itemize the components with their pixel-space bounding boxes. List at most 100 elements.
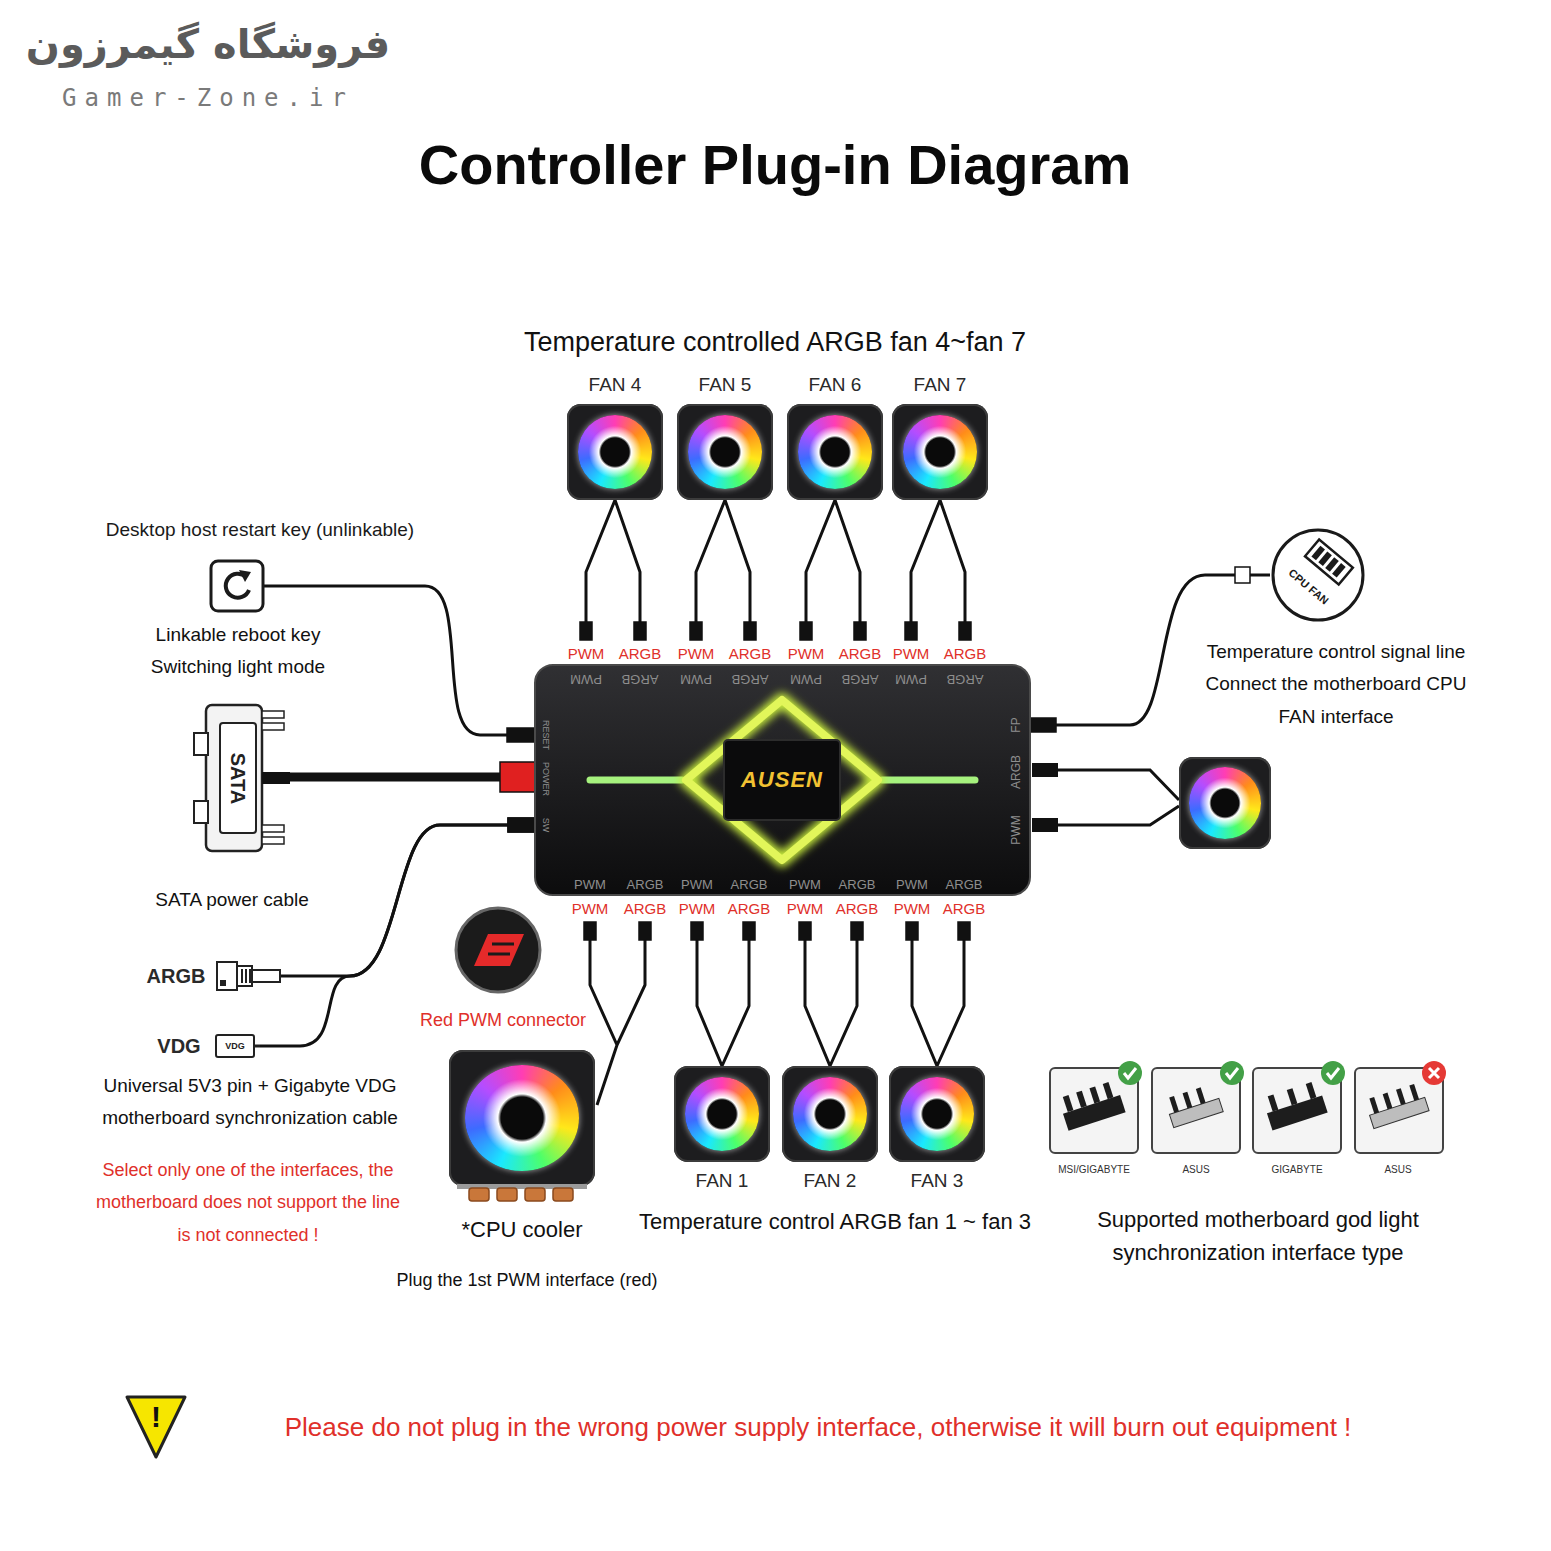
group-heading: Temperature controlled ARGB fan 4~fan 7 — [524, 326, 1026, 358]
cable-path — [280, 825, 535, 976]
note-text: Linkable reboot key Switching light mode — [133, 619, 343, 684]
board-print: PWM — [790, 671, 822, 687]
cable — [425, 586, 535, 742]
cable — [800, 500, 866, 640]
cable-path — [806, 500, 860, 622]
brand-logo: AUSEN — [741, 767, 823, 792]
text-box: CPU FAN — [1270, 527, 1366, 623]
ok-badge — [1321, 1061, 1345, 1085]
restart-arrow-head — [239, 570, 251, 582]
diagram-title: Controller Plug-in Diagram — [419, 131, 1132, 198]
cable-path — [425, 586, 507, 735]
fan-label: FAN 5 — [699, 374, 752, 396]
fan-ring — [793, 1077, 868, 1152]
plug — [500, 762, 535, 792]
port-label: ARGB — [943, 900, 986, 918]
fan-graphic — [892, 404, 988, 500]
fan-node: FAN 5 — [677, 372, 773, 500]
cable — [290, 762, 535, 792]
port-label: PWM — [568, 645, 605, 663]
text-box: FAN 6 — [787, 372, 883, 398]
pin — [1076, 1091, 1087, 1108]
plug — [743, 922, 755, 940]
plug — [744, 622, 756, 640]
plug-tab — [194, 733, 208, 755]
board-print: PWM — [1009, 815, 1023, 844]
check-mark — [1327, 1068, 1339, 1078]
header-body — [1305, 539, 1353, 584]
plug-neck — [237, 966, 252, 986]
fan-graphic — [889, 1066, 985, 1162]
board-print: PWM — [681, 877, 713, 893]
cable-path — [912, 940, 964, 1066]
plug — [906, 922, 918, 940]
cable-path — [696, 500, 750, 622]
cable-path — [697, 940, 749, 1066]
fan-ring — [578, 415, 653, 490]
text-box: *CPU cooler — [447, 1214, 597, 1246]
board-print: PWM — [895, 671, 927, 687]
pin-header — [1058, 1080, 1126, 1131]
warning-note: Select only one of the interfaces, the m… — [88, 1154, 408, 1251]
cpu-cooler: *CPU cooler — [447, 1050, 597, 1250]
pin — [1183, 1092, 1193, 1109]
heat-pipe — [525, 1188, 545, 1201]
text-box: VDG — [216, 1035, 254, 1057]
plug-slot — [220, 723, 256, 833]
header-body — [1267, 1095, 1328, 1130]
board-print: SW — [541, 818, 552, 833]
header-icon — [1050, 1061, 1142, 1153]
pin — [1409, 1084, 1419, 1101]
header-icon — [1152, 1061, 1244, 1153]
fan-graphic — [674, 1066, 770, 1162]
connector-label: VDG — [157, 1035, 200, 1058]
plug — [905, 622, 917, 640]
board-print: POWER — [541, 762, 552, 796]
board-print: PWM — [896, 877, 928, 893]
plug — [580, 622, 592, 640]
logo-plate — [724, 740, 840, 820]
fan-node: FAN 1 — [674, 1066, 770, 1194]
plug-ridge — [262, 837, 284, 844]
text-box: FAN 4 — [567, 372, 663, 398]
board-print: ARGB — [946, 877, 983, 893]
warning-symbol: ! — [151, 1399, 161, 1435]
heat-pipe — [469, 1188, 489, 1201]
cable — [690, 500, 756, 640]
argb-plug — [216, 958, 280, 994]
light-diamond — [686, 700, 878, 860]
warning-triangle — [127, 1397, 185, 1457]
ok-badge — [1118, 1061, 1142, 1085]
header-label: CPU FAN — [1286, 566, 1331, 607]
plug — [508, 818, 535, 832]
port-label: ARGB — [729, 645, 772, 663]
board-print: FP — [1009, 717, 1023, 732]
text-box: FAN 3 — [889, 1168, 985, 1194]
text-box: FAN 7 — [892, 372, 988, 398]
port-label: PWM — [678, 645, 715, 663]
board-body — [535, 665, 1030, 895]
fan-label: FAN 1 — [696, 1170, 749, 1192]
pin — [1332, 563, 1346, 578]
plug — [799, 922, 811, 940]
plug-body — [217, 962, 237, 990]
fan-ring — [685, 1077, 760, 1152]
fan-node: FAN 2 — [782, 1066, 878, 1194]
fan-ring — [688, 415, 763, 490]
fan-label: FAN 4 — [589, 374, 642, 396]
board-print: ARGB — [627, 877, 664, 893]
icon-disc — [456, 908, 540, 992]
plug — [1030, 718, 1056, 732]
cable-path — [805, 940, 857, 1066]
port-label: PWM — [787, 900, 824, 918]
board-print: PWM — [570, 671, 602, 687]
plug-body — [216, 1035, 254, 1057]
plug-pin — [245, 969, 247, 983]
board-print: ARGB — [947, 671, 984, 687]
plug — [851, 922, 863, 940]
board-print: ARGB — [732, 671, 769, 687]
side-fan — [1179, 757, 1271, 849]
heat-pipe — [553, 1188, 573, 1201]
fan-graphic — [787, 404, 883, 500]
